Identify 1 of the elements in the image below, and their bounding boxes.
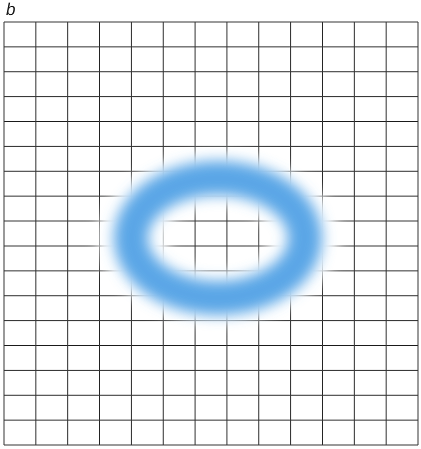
panel-label: b	[6, 0, 16, 20]
